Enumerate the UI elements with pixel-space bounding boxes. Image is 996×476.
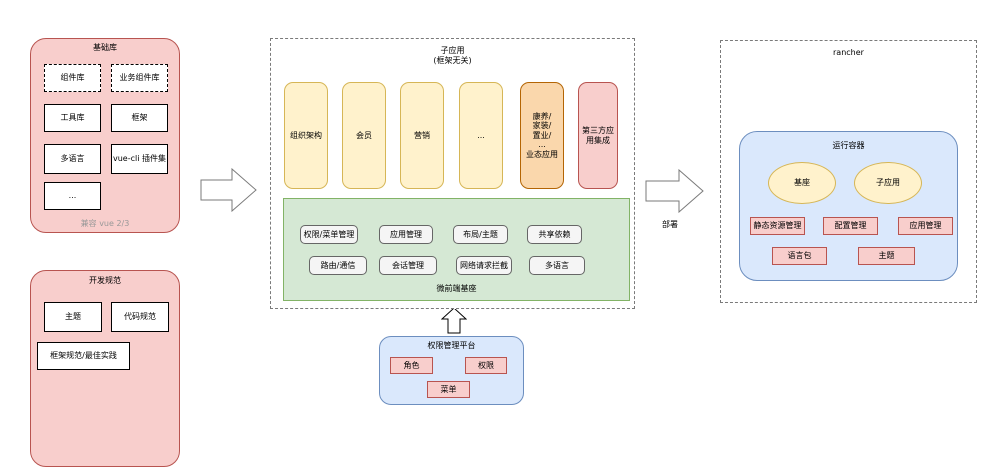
deploy-arrow-icon [645, 169, 704, 213]
up-arrow-icon [441, 307, 467, 334]
runtime-sub-app: 子应用 [854, 162, 922, 204]
base-item-app-management: 应用管理 [379, 225, 433, 244]
app-member: 会员 [342, 82, 386, 189]
lib-item-components: 组件库 [44, 64, 101, 92]
spec-item-theme: 主题 [44, 302, 102, 332]
lib-item-more: ... [44, 182, 101, 210]
deploy-label: 部署 [662, 220, 678, 229]
app-more: ... [459, 82, 503, 189]
lib-item-i18n: 多语言 [44, 144, 101, 174]
base-item-layout-theme: 布局/主题 [453, 225, 508, 244]
permission-platform-title: 权限管理平台 [427, 341, 476, 350]
base-item-permission-menu: 权限/菜单管理 [300, 225, 358, 244]
rancher-title: rancher [833, 48, 864, 57]
base-item-request-intercept: 网络请求拦截 [456, 256, 512, 275]
compat-note: 兼容 vue 2/3 [80, 219, 130, 228]
runtime-config: 配置管理 [823, 217, 878, 235]
perm-item-role: 角色 [390, 357, 433, 374]
lib-item-vue-cli-plugins: vue-cli 插件集 [111, 144, 168, 174]
base-title: 微前端基座 [436, 284, 477, 293]
runtime-app-management: 应用管理 [898, 217, 953, 235]
basic-lib-title: 基础库 [93, 43, 117, 52]
lib-item-utils: 工具库 [44, 104, 101, 132]
perm-item-permission: 权限 [465, 357, 507, 374]
base-item-i18n: 多语言 [529, 256, 585, 275]
base-item-routing: 路由/通信 [309, 256, 367, 275]
spec-item-code-style: 代码规范 [111, 302, 169, 332]
app-business: 康养/ 家装/ 置业/ ... 业态应用 [520, 82, 564, 189]
runtime-base: 基座 [768, 162, 836, 204]
runtime-container-title: 运行容器 [832, 141, 865, 150]
perm-item-menu: 菜单 [427, 381, 470, 398]
base-item-shared-deps: 共享依赖 [527, 225, 582, 244]
runtime-lang-pack: 语言包 [772, 247, 827, 265]
micro-frontend-base [283, 198, 630, 301]
runtime-theme: 主题 [858, 247, 915, 265]
app-third-party: 第三方应 用集成 [578, 82, 618, 189]
base-item-session: 会话管理 [379, 256, 437, 275]
dev-spec-title: 开发规范 [89, 276, 121, 285]
app-marketing: 营销 [400, 82, 444, 189]
runtime-static-assets: 静态资源管理 [750, 217, 805, 235]
lib-item-business-components: 业务组件库 [111, 64, 168, 92]
spec-item-best-practice: 框架规范/最佳实践 [37, 342, 130, 370]
sub-app-title: 子应用 (框架无关) [433, 46, 472, 65]
right-arrow-icon [200, 168, 257, 212]
app-org-structure: 组织架构 [284, 82, 328, 189]
lib-item-framework: 框架 [111, 104, 168, 132]
